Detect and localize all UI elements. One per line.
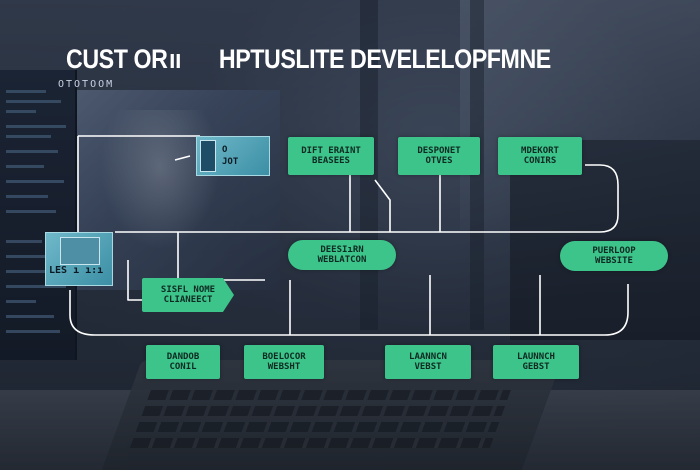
node-label-line1: PUERLOOP (592, 246, 636, 256)
node-teal-top[interactable]: O JOT (196, 136, 270, 176)
node-label-line1: DEESIıRN (320, 245, 364, 255)
node-dandob-conil[interactable]: DANDOB CONIL (146, 345, 220, 379)
node-label-line2: OTVES (425, 156, 453, 166)
node-label-line2: CONIRS (523, 156, 557, 166)
node-mdekort-conirs[interactable]: MDEKORT CONIRS (498, 137, 582, 175)
page-title: CUST OR ıı HPTUSLITE DEVELELOPFMNE (66, 44, 551, 75)
node-label-line1: DIFT ERAINT (301, 146, 361, 156)
node-label-line2: WEBSHT (267, 362, 301, 372)
node-launnch-gebst[interactable]: LAUNNCH GEBST (493, 345, 579, 379)
left-monitor (0, 70, 77, 360)
node-boelocor-websht[interactable]: BOELOCOR WEBSHT (244, 345, 324, 379)
teal-left-label: LES ı ı:ı (49, 265, 104, 276)
node-label-line2: WEBSITE (595, 256, 633, 266)
app-icon (200, 140, 216, 172)
node-label-line2: WEBLATCON (317, 255, 367, 265)
node-label-line1: LAANNCN (409, 352, 447, 362)
node-difterent-bases[interactable]: DIFT ERAINT BEASEES (288, 137, 374, 175)
node-label-line2: GEBST (522, 362, 550, 372)
node-sisflnome-clianeect[interactable]: SISFL NOME CLIANEECT (142, 278, 234, 312)
teal-top-line1: O (222, 145, 228, 155)
node-deesign-website[interactable]: DEESIıRN WEBLATCON (288, 240, 396, 270)
node-label-line1: BOELOCOR (262, 352, 306, 362)
node-label-line1: SISFL NOME (160, 285, 216, 295)
user-avatar-icon (60, 237, 100, 265)
teal-top-line2: JOT (222, 157, 239, 167)
node-desponet-otves[interactable]: DESPONET OTVES (398, 137, 480, 175)
page-subtitle: OTOTOOM (58, 79, 115, 90)
node-puerloop-website[interactable]: PUERLOOP WEBSITE (560, 241, 668, 271)
node-label-line1: DESPONET (417, 146, 461, 156)
node-lannncn-vebst[interactable]: LAANNCN VEBST (385, 345, 471, 379)
node-label-line2: CLIANEECT (163, 295, 213, 305)
node-teal-left[interactable]: LES ı ı:ı (45, 232, 113, 286)
node-label-line1: MDEKORT (521, 146, 559, 156)
title-right: HPTUSLITE DEVELELOPFMNE (218, 44, 551, 74)
node-label-line2: BEASEES (312, 156, 350, 166)
title-left: CUST OR ıı (66, 44, 182, 74)
node-label-line1: LAUNNCH (517, 352, 555, 362)
node-label-line2: CONIL (169, 362, 197, 372)
node-label-line1: DANDOB (166, 352, 200, 362)
node-label-line2: VEBST (414, 362, 442, 372)
